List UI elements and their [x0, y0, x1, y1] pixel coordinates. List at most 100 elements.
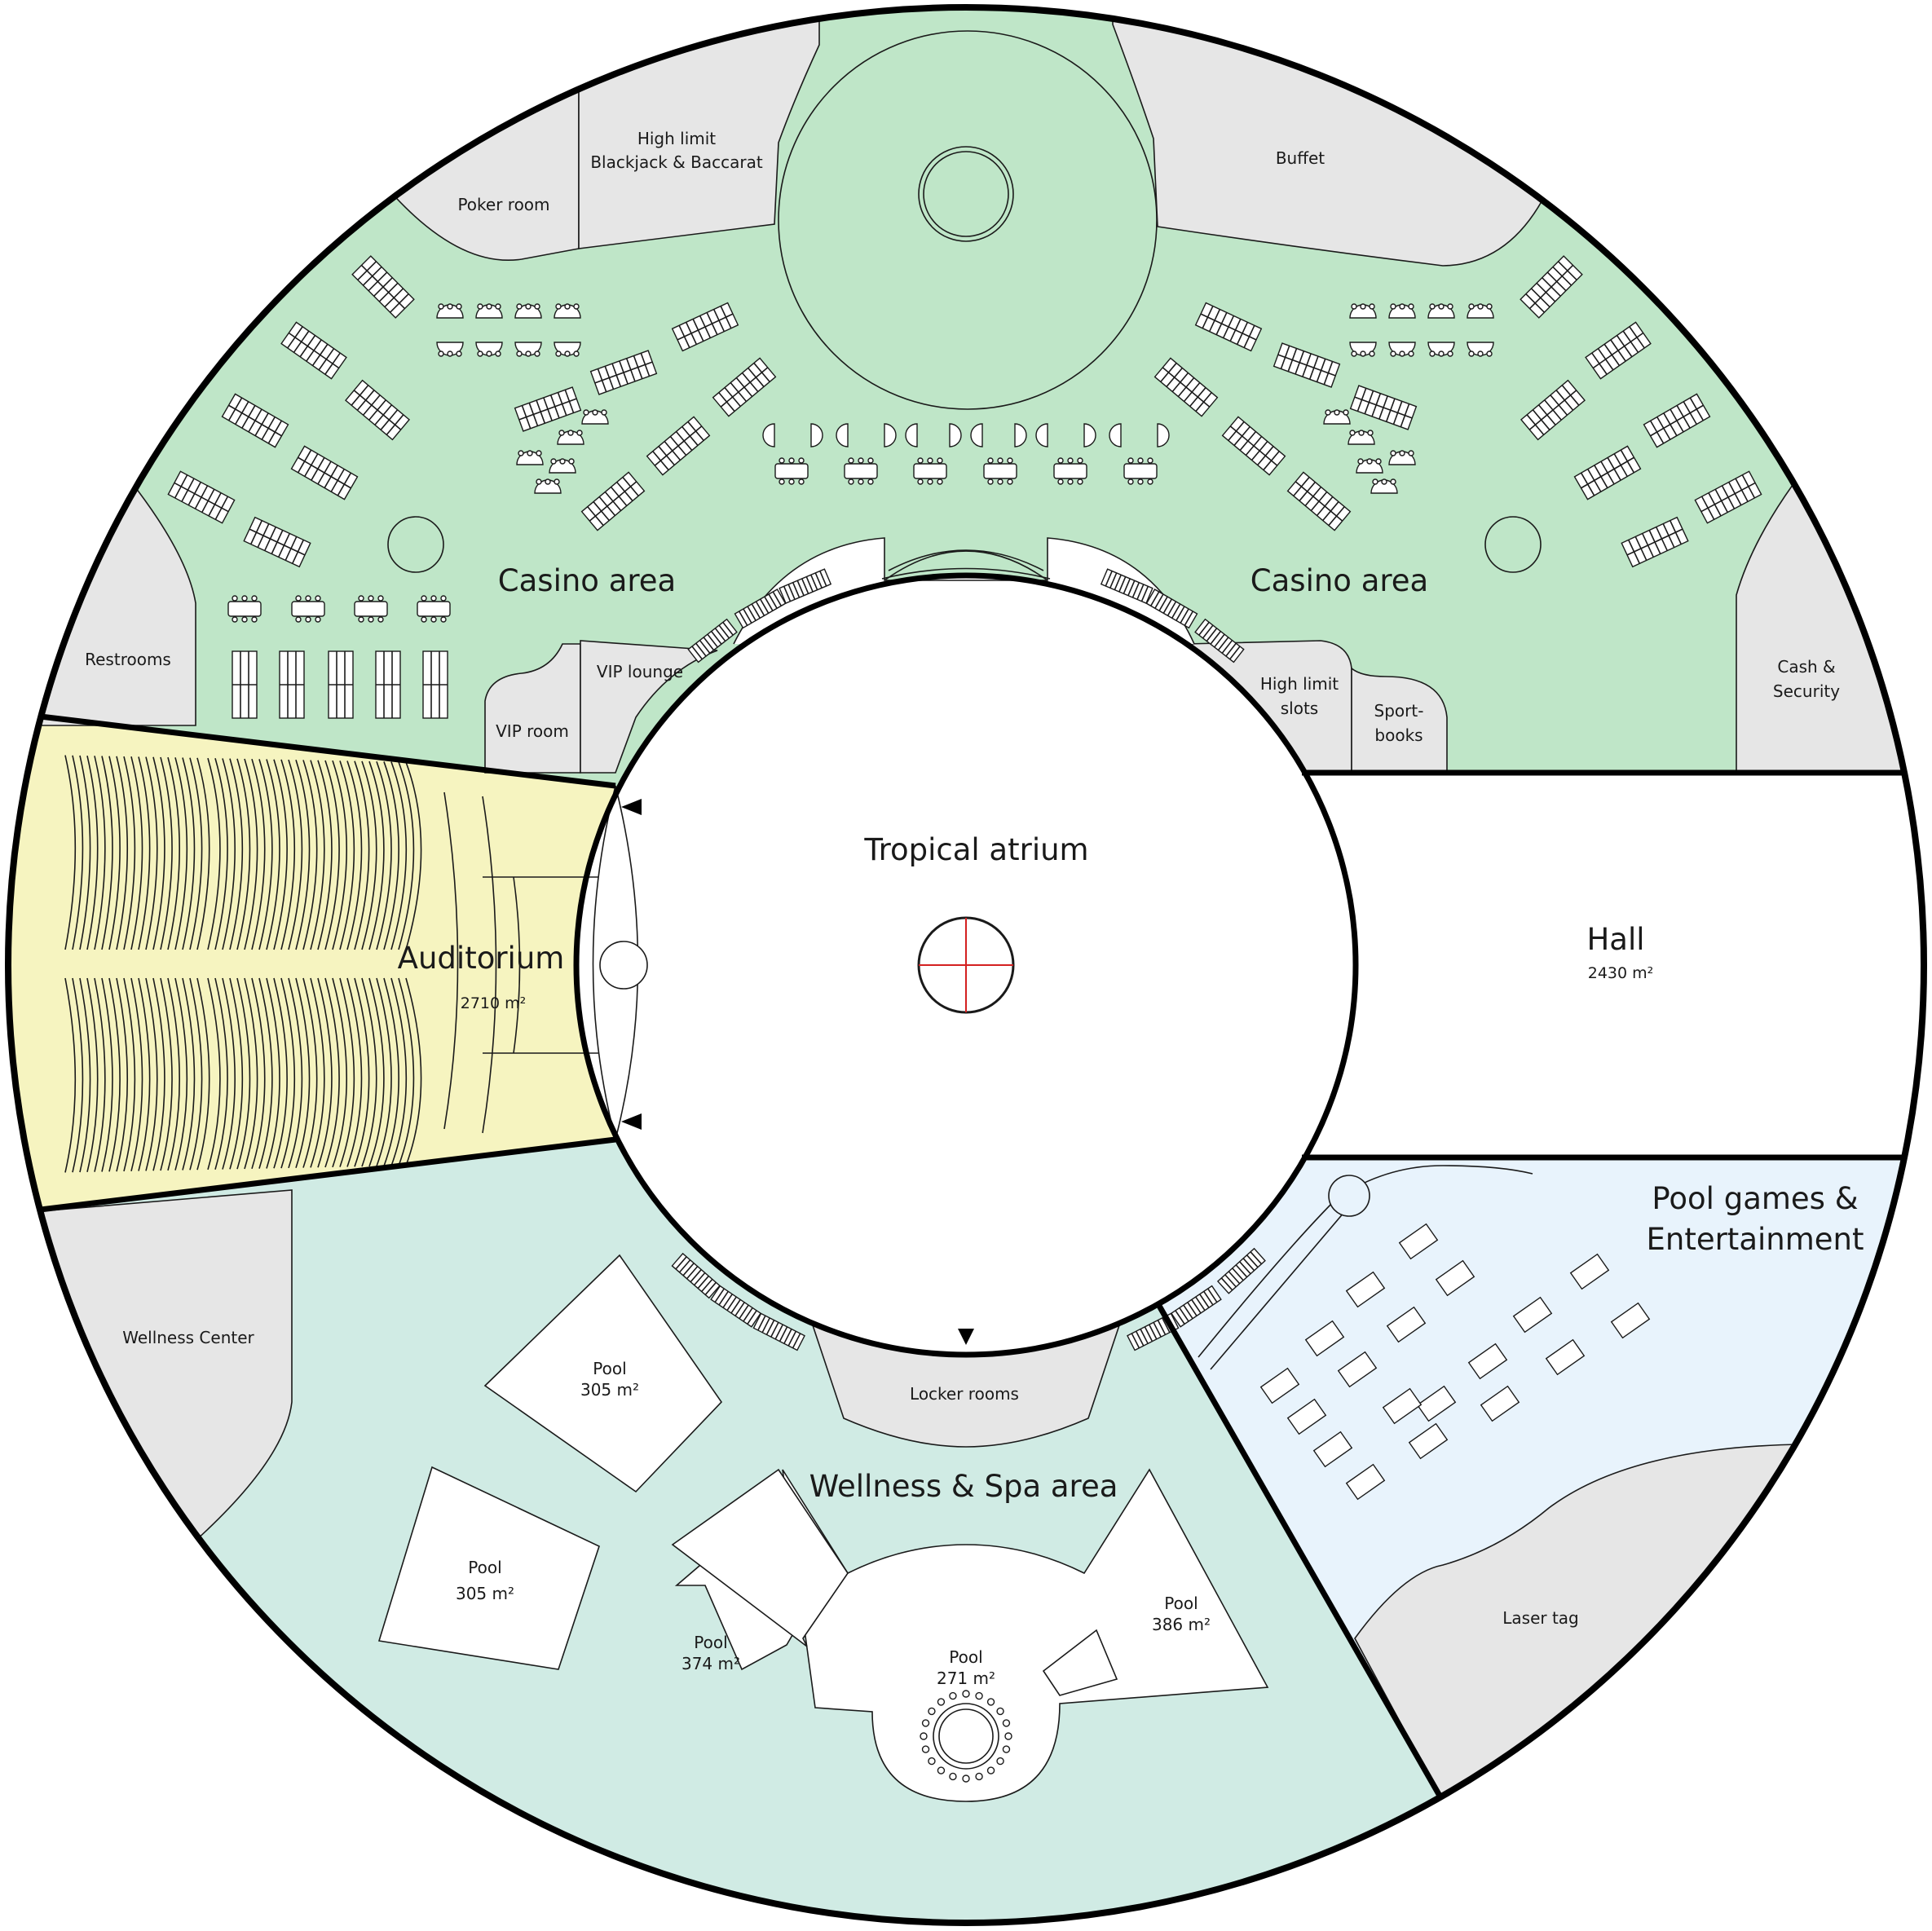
slot-divider — [1229, 425, 1278, 466]
spa-dot — [928, 1757, 936, 1766]
stair-tread — [1105, 571, 1113, 587]
seat-row — [368, 977, 385, 1167]
stair-tread — [801, 578, 809, 594]
seat-row — [368, 760, 385, 950]
hub-column-outer — [918, 146, 1014, 242]
stair-tread — [1207, 1288, 1218, 1303]
stair-tread — [1135, 1330, 1145, 1347]
slot-divider — [228, 404, 282, 437]
table-seat — [438, 303, 444, 310]
table-group — [1109, 423, 1122, 447]
table-seat — [1067, 457, 1074, 464]
stair-tread — [714, 1288, 725, 1303]
table-seat — [1343, 409, 1349, 416]
buffet-label: Buffet — [1276, 148, 1325, 168]
atrium-plaza — [733, 537, 1195, 645]
stair-tread — [792, 1333, 801, 1349]
table-seat — [1468, 350, 1475, 357]
stair-tread — [1195, 1296, 1206, 1312]
table-seat — [232, 616, 238, 623]
table-seat — [1390, 303, 1396, 310]
seat-row — [145, 756, 158, 950]
table-seat — [564, 350, 571, 357]
stair-tread — [1171, 603, 1181, 619]
game-table — [1416, 1385, 1457, 1422]
table-group — [1035, 423, 1048, 447]
stair-tread — [1221, 640, 1233, 654]
column-circle-left — [387, 516, 444, 573]
stair-tread — [792, 582, 801, 598]
stair-block — [671, 1252, 721, 1299]
table-group — [884, 423, 897, 447]
stair-tread — [1217, 637, 1229, 651]
hall-label: Hall — [1586, 922, 1644, 957]
stair-block — [1194, 618, 1245, 664]
table-seat — [518, 450, 524, 456]
stair-tread — [1214, 633, 1225, 648]
seat-row — [339, 760, 355, 950]
table-seat — [1325, 409, 1331, 416]
table-groups — [227, 303, 1494, 623]
game-table — [1259, 1367, 1300, 1404]
seat-row — [167, 756, 180, 950]
stair-tread — [722, 621, 734, 636]
table-seat — [1360, 350, 1366, 357]
table-seat — [1408, 350, 1414, 357]
stair-tread — [714, 628, 726, 642]
seat-row — [251, 758, 266, 950]
table-seat — [583, 409, 589, 416]
spa-dot — [937, 1698, 946, 1706]
seat-row — [390, 977, 408, 1166]
game-table — [1467, 1342, 1508, 1380]
sport-label-1: Sport- — [1374, 701, 1424, 721]
table-seat — [554, 478, 560, 485]
slot-divider — [594, 361, 653, 384]
table-seat — [447, 350, 453, 357]
stair-tread — [814, 572, 823, 589]
stair-tread — [722, 1294, 733, 1308]
seat-row — [72, 755, 84, 950]
slots-label-2: slots — [1281, 699, 1318, 718]
poker-label: Poker room — [457, 195, 549, 214]
stair-tread — [1180, 608, 1189, 624]
casino-border — [8, 708, 616, 789]
slot-bank — [422, 650, 448, 719]
seat-row — [79, 977, 91, 1173]
entrance-arrow-1 — [621, 799, 642, 815]
table-seat — [1366, 458, 1373, 465]
slot-bank — [1273, 342, 1341, 388]
outer-ring — [5, 4, 1927, 1926]
table-seat — [358, 595, 364, 602]
table-seat — [477, 303, 483, 310]
stair-tread — [1140, 586, 1149, 602]
table-seat — [1367, 430, 1374, 436]
pool-b-name: Pool — [468, 1558, 501, 1577]
table-seat — [997, 457, 1003, 464]
slot-banks — [167, 255, 1762, 719]
table-seat — [997, 478, 1003, 485]
stair-tread — [1131, 1333, 1140, 1349]
table-group — [836, 423, 849, 447]
stair-tread — [1153, 1321, 1162, 1338]
seat-row — [324, 977, 340, 1168]
seat-row — [174, 977, 188, 1171]
table-seat — [251, 595, 258, 602]
seat-row — [79, 755, 91, 950]
table-seat — [456, 350, 462, 357]
entertainment-walkway-2 — [1210, 1206, 1350, 1370]
entertainment-walkway — [1198, 1197, 1338, 1358]
slot-divider — [1626, 528, 1683, 556]
table-seat — [440, 616, 447, 623]
table-seat — [1477, 303, 1484, 310]
hub-column-inner — [923, 151, 1009, 237]
table-seat — [779, 478, 785, 485]
stair-tread — [779, 1326, 788, 1342]
table-seat — [1007, 478, 1013, 485]
table-seat — [477, 350, 483, 357]
stair-tread — [707, 633, 718, 648]
table-seat — [1438, 303, 1445, 310]
table-seat — [858, 478, 864, 485]
table-seat — [525, 303, 532, 310]
pool-e — [671, 1468, 849, 1647]
table-seat — [525, 350, 532, 357]
